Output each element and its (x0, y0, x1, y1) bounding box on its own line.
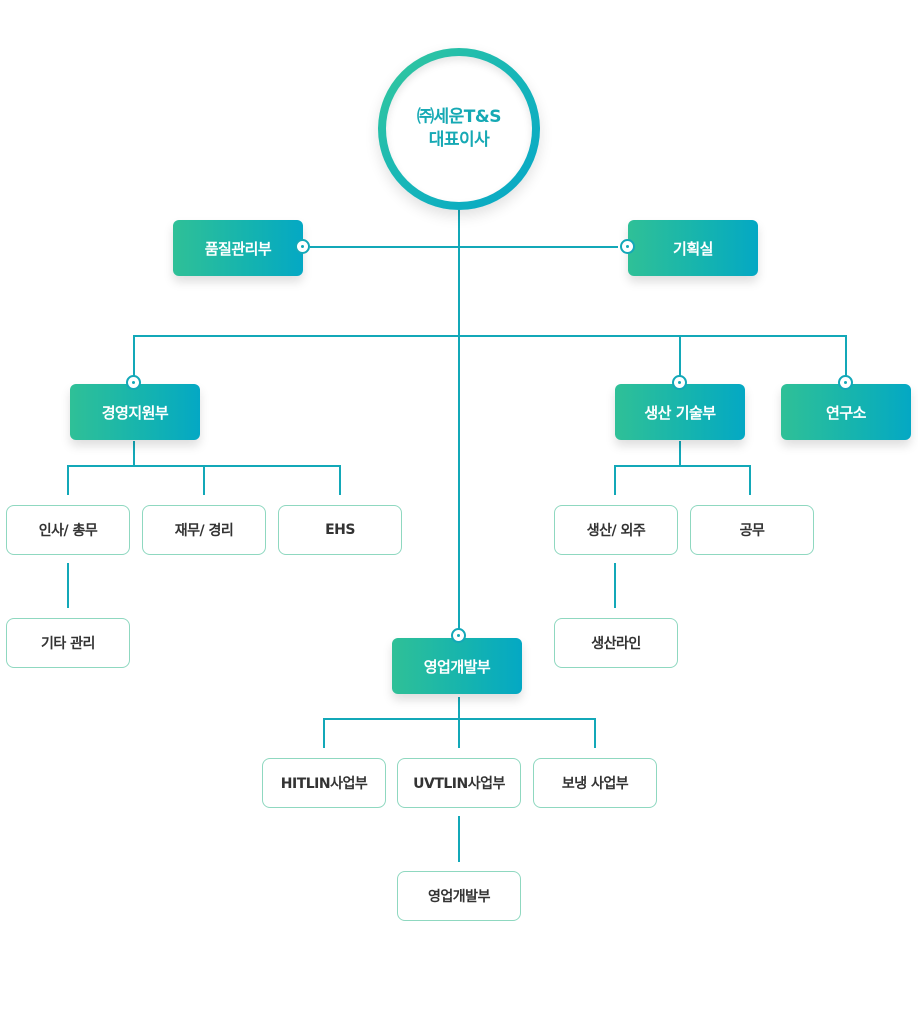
quality-management-label: 품질관리부 (204, 239, 272, 258)
engineering-label: 공무 (739, 523, 765, 539)
finance-accounting-box: 재무/ 경리 (142, 505, 266, 555)
ehs-box: EHS (278, 505, 402, 555)
uvtlin-division-label: UVTLIN사업부 (413, 776, 505, 792)
ceo-title: 대표이사 (428, 130, 490, 150)
hitlin-division-label: HITLIN사업부 (280, 776, 368, 792)
connector-dot-icon (126, 375, 141, 390)
ceo-node: ㈜세운T&S 대표이사 (378, 48, 540, 210)
research-lab-label: 연구소 (826, 403, 866, 422)
connector-dot-icon (672, 375, 687, 390)
production-line-label: 생산라인 (591, 636, 641, 652)
company-name: ㈜세운T&S (417, 107, 501, 127)
ceo-node-inner: ㈜세운T&S 대표이사 (386, 56, 532, 202)
production-line-box: 생산라인 (554, 618, 678, 668)
connector-dot-icon (838, 375, 853, 390)
cold-storage-division-label: 보냉 사업부 (561, 776, 629, 792)
uvtlin-division-box: UVTLIN사업부 (397, 758, 521, 808)
management-support-label: 경영지원부 (101, 403, 169, 422)
business-development-sub-box: 영업개발부 (397, 871, 521, 921)
planning-office-box: 기획실 (628, 220, 758, 276)
business-development-box: 영업개발부 (392, 638, 522, 694)
hr-general-affairs-box: 인사/ 총무 (6, 505, 130, 555)
management-support-box: 경영지원부 (70, 384, 200, 440)
hr-general-affairs-label: 인사/ 총무 (38, 523, 98, 539)
other-management-label: 기타 관리 (41, 636, 95, 652)
production-outsourcing-box: 생산/ 외주 (554, 505, 678, 555)
business-development-label: 영업개발부 (423, 657, 491, 676)
business-development-sub-label: 영업개발부 (428, 889, 490, 905)
engineering-box: 공무 (690, 505, 814, 555)
connector-dot-icon (451, 628, 466, 643)
hitlin-division-box: HITLIN사업부 (262, 758, 386, 808)
production-tech-box: 생산 기술부 (615, 384, 745, 440)
ehs-label: EHS (325, 522, 355, 538)
quality-management-box: 품질관리부 (173, 220, 303, 276)
cold-storage-division-box: 보냉 사업부 (533, 758, 657, 808)
other-management-box: 기타 관리 (6, 618, 130, 668)
connector-dot-icon (620, 239, 635, 254)
connector-dot-icon (295, 239, 310, 254)
production-tech-label: 생산 기술부 (644, 403, 716, 422)
research-lab-box: 연구소 (781, 384, 911, 440)
planning-office-label: 기획실 (673, 239, 713, 258)
finance-accounting-label: 재무/ 경리 (174, 523, 234, 539)
production-outsourcing-label: 생산/ 외주 (586, 523, 646, 539)
